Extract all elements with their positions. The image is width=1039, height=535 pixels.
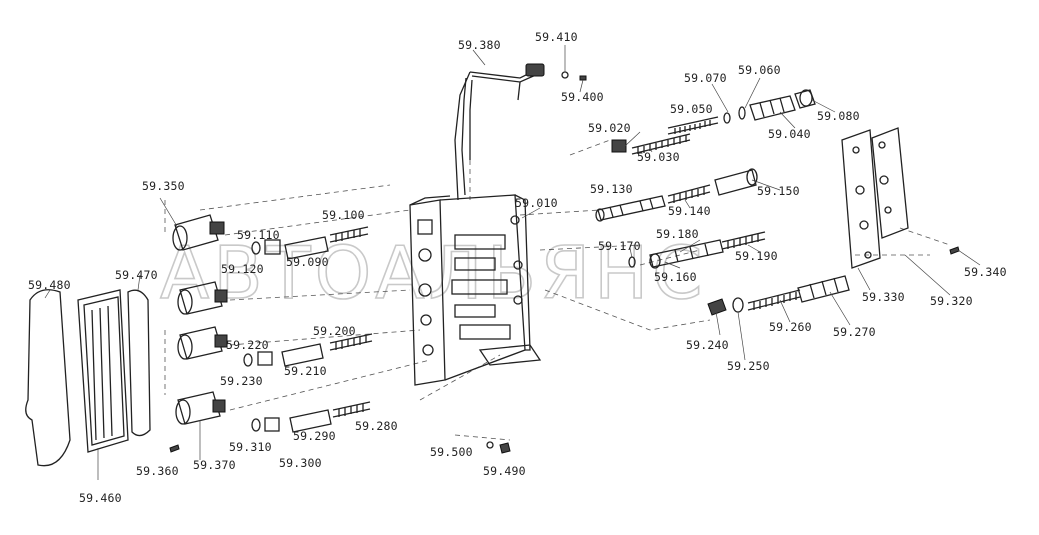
valve-59180-group [628,231,766,269]
part-labels: 59.380 59.410 59.400 59.070 59.060 59.05… [28,30,1007,505]
label-59220: 59.220 [226,338,269,352]
label-59100: 59.100 [322,208,365,222]
label-59490: 59.490 [483,464,526,478]
label-59230: 59.230 [220,374,263,388]
label-59030: 59.030 [637,150,680,164]
cover-59330 [841,129,881,269]
label-59460: 59.460 [79,491,122,505]
label-59130: 59.130 [590,182,633,196]
plug-59240 [707,298,727,316]
label-59320: 59.320 [930,294,973,308]
label-59370: 59.370 [193,458,236,472]
label-59210: 59.210 [284,364,327,378]
pan-59460 [77,289,129,453]
label-59340: 59.340 [964,265,1007,279]
label-59110: 59.110 [237,228,280,242]
valve-body [409,194,542,386]
label-59140: 59.140 [668,204,711,218]
solenoid-1 [172,214,225,251]
label-59290: 59.290 [293,429,336,443]
plug-59020 [611,139,627,153]
label-59240: 59.240 [686,338,729,352]
bolt-59340 [949,246,960,255]
spring-59030-group [611,133,691,155]
label-59480: 59.480 [28,278,71,292]
label-59260: 59.260 [769,320,812,334]
ring-59250 [732,297,744,313]
label-59090: 59.090 [286,255,329,269]
valve-59270-group [707,275,850,316]
label-59010: 59.010 [515,196,558,210]
label-59120: 59.120 [221,262,264,276]
solenoid-2 [177,281,228,315]
harness-connector [525,63,545,77]
valve-59130-group [595,168,758,222]
cover-plates [841,127,960,269]
label-59400: 59.400 [561,90,604,104]
watermark: АВТОАЛЬЯНС [160,231,707,315]
label-59160: 59.160 [654,270,697,284]
label-59310: 59.310 [229,440,272,454]
label-59250: 59.250 [727,359,770,373]
assembly-lines [164,139,951,441]
label-59070: 59.070 [684,71,727,85]
label-59350: 59.350 [142,179,185,193]
plug-59490 [499,442,511,454]
label-59380: 59.380 [458,38,501,52]
label-59060: 59.060 [738,63,781,77]
label-59180: 59.180 [656,227,699,241]
wiring-harness [454,63,545,201]
solenoids [172,214,228,425]
label-59200: 59.200 [313,324,356,338]
label-59330: 59.330 [862,290,905,304]
pressure-regulator-group [667,89,816,135]
screw-59400 [579,75,587,81]
label-59410: 59.410 [535,30,578,44]
washer-59410 [561,71,569,79]
seal-59500 [486,441,494,449]
label-59190: 59.190 [735,249,778,263]
label-59270: 59.270 [833,325,876,339]
label-59470: 59.470 [115,268,158,282]
solenoid-4 [175,391,226,425]
label-59360: 59.360 [136,464,179,478]
solenoid-3 [177,326,228,360]
gasket-59480 [25,289,71,467]
cover-59320 [871,127,909,239]
label-59020: 59.020 [588,121,631,135]
label-59300: 59.300 [279,456,322,470]
gasket-59470 [127,289,151,437]
label-59080: 59.080 [817,109,860,123]
label-59150: 59.150 [757,184,800,198]
screw-59360 [169,444,180,453]
label-59170: 59.170 [598,239,641,253]
oil-pan-group [25,289,151,467]
label-59500: 59.500 [430,445,473,459]
label-59050: 59.050 [670,102,713,116]
label-59280: 59.280 [355,419,398,433]
left-valve-trains [243,226,373,433]
leader-lines [44,45,981,480]
label-59040: 59.040 [768,127,811,141]
